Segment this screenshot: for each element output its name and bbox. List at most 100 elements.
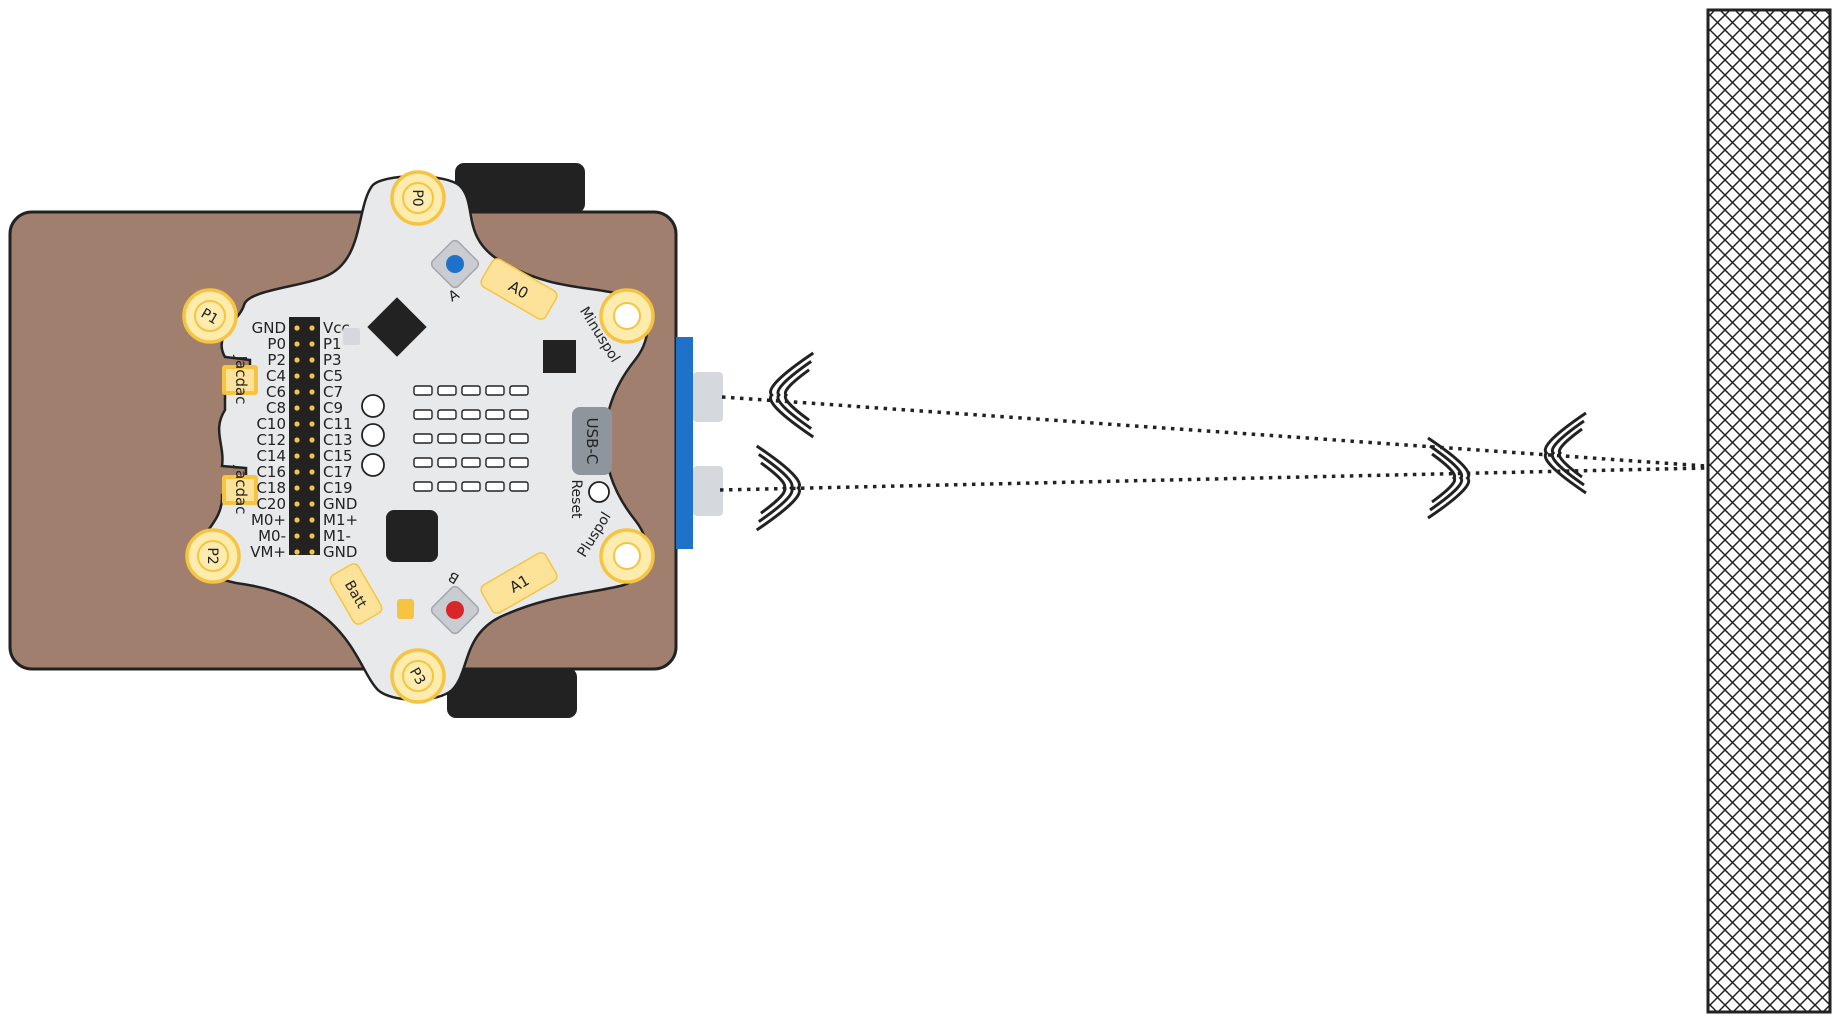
header-left-label: VM+ xyxy=(250,543,286,561)
jacdac-label-bottom: Jacdac xyxy=(232,465,250,515)
header-pin xyxy=(309,405,315,411)
pad-p1: P1 xyxy=(182,288,238,344)
header-pin xyxy=(294,389,300,395)
pad-p1-label: P1 xyxy=(198,306,221,329)
echo-beam xyxy=(721,395,1707,468)
led-cell xyxy=(485,409,505,420)
wall-icon xyxy=(1706,8,1832,1014)
led-cell xyxy=(437,385,457,396)
header-left-label: C6 xyxy=(266,383,286,401)
header-right-label: GND xyxy=(323,495,357,513)
header-left-label: C20 xyxy=(256,495,286,513)
header-pin xyxy=(294,549,300,555)
header-right-label: C11 xyxy=(323,415,353,433)
led-cell xyxy=(485,433,505,444)
header-right-label: C17 xyxy=(323,463,353,481)
led-cell xyxy=(485,457,505,468)
header-pin xyxy=(294,437,300,443)
pin-header xyxy=(289,317,320,555)
led-cell xyxy=(461,409,481,420)
header-pin xyxy=(294,533,300,539)
tag-a0: A0 xyxy=(480,258,558,320)
led-cell xyxy=(413,385,433,396)
sound-wave-icon xyxy=(769,351,815,439)
reset-button: Reset xyxy=(568,479,610,519)
battery-chip xyxy=(386,510,438,562)
header-left-label: M0- xyxy=(258,527,286,545)
led-cell xyxy=(413,481,433,492)
header-pin xyxy=(294,405,300,411)
sound-waves xyxy=(755,351,1587,532)
pad-p2: P2 xyxy=(185,528,241,584)
header-pin xyxy=(294,501,300,507)
header-pin xyxy=(309,517,315,523)
led-matrix xyxy=(413,385,529,492)
header-right-label: C9 xyxy=(323,399,343,417)
led-cell xyxy=(413,457,433,468)
sound-wave-icon xyxy=(1427,436,1471,520)
pad-p0: P0 xyxy=(390,170,446,226)
header-right-label: C5 xyxy=(323,367,343,385)
header-pin xyxy=(294,341,300,347)
header-pin xyxy=(294,453,300,459)
pad-p0-label: P0 xyxy=(409,189,425,206)
led-cell xyxy=(485,481,505,492)
jacdac-connector-top: Jacdac xyxy=(222,355,258,405)
led-cell xyxy=(437,481,457,492)
microcontroller-chip xyxy=(367,297,427,357)
header-left-label: P0 xyxy=(267,335,286,353)
pad-p3-label: P3 xyxy=(406,665,429,688)
led-cell xyxy=(413,433,433,444)
header-left-label: C10 xyxy=(256,415,286,433)
header-pin xyxy=(309,373,315,379)
header-left-label: C16 xyxy=(256,463,286,481)
header-pin xyxy=(309,437,315,443)
pad-p3: P3 xyxy=(390,648,446,704)
header-left-label: GND xyxy=(252,319,286,337)
vcc-indicator xyxy=(343,328,360,345)
led-cell xyxy=(461,385,481,396)
header-pin xyxy=(309,357,315,363)
sensor-chip xyxy=(543,340,576,373)
header-right-label: P1 xyxy=(323,335,342,353)
header-right-label: C7 xyxy=(323,383,343,401)
button-a: A xyxy=(430,239,480,305)
led-cell xyxy=(509,481,529,492)
led-cell xyxy=(437,457,457,468)
jacdac-label-top: Jacdac xyxy=(232,355,250,405)
header-left-label: C18 xyxy=(256,479,286,497)
header-pin xyxy=(309,453,315,459)
led-cell xyxy=(437,433,457,444)
status-leds xyxy=(361,394,385,477)
led-cell xyxy=(509,433,529,444)
header-pin xyxy=(309,421,315,427)
led-cell xyxy=(509,409,529,420)
header-pin xyxy=(309,485,315,491)
header-left-label: P2 xyxy=(267,351,286,369)
header-pin xyxy=(309,533,315,539)
header-pin xyxy=(294,485,300,491)
header-right-label: C13 xyxy=(323,431,353,449)
header-right-label: GND xyxy=(323,543,357,561)
emitted-beam xyxy=(719,466,1707,492)
sound-wave-icon xyxy=(755,444,801,532)
header-pin xyxy=(309,549,315,555)
led-cell xyxy=(509,457,529,468)
sound-wave-icon xyxy=(1543,411,1587,495)
header-pin xyxy=(309,389,315,395)
header-right-label: C19 xyxy=(323,479,353,497)
header-pins xyxy=(294,325,315,555)
jacdac-connector-bottom: Jacdac xyxy=(222,465,258,515)
pad-minuspol xyxy=(599,288,655,344)
header-right-label: C15 xyxy=(323,447,353,465)
header-pin xyxy=(294,469,300,475)
ultrasonic-beams xyxy=(719,395,1707,492)
header-pin xyxy=(309,501,315,507)
pad-p2-label: P2 xyxy=(204,547,220,564)
header-left-label: C8 xyxy=(266,399,286,417)
pad-pluspol xyxy=(599,528,655,584)
header-pin xyxy=(294,421,300,427)
